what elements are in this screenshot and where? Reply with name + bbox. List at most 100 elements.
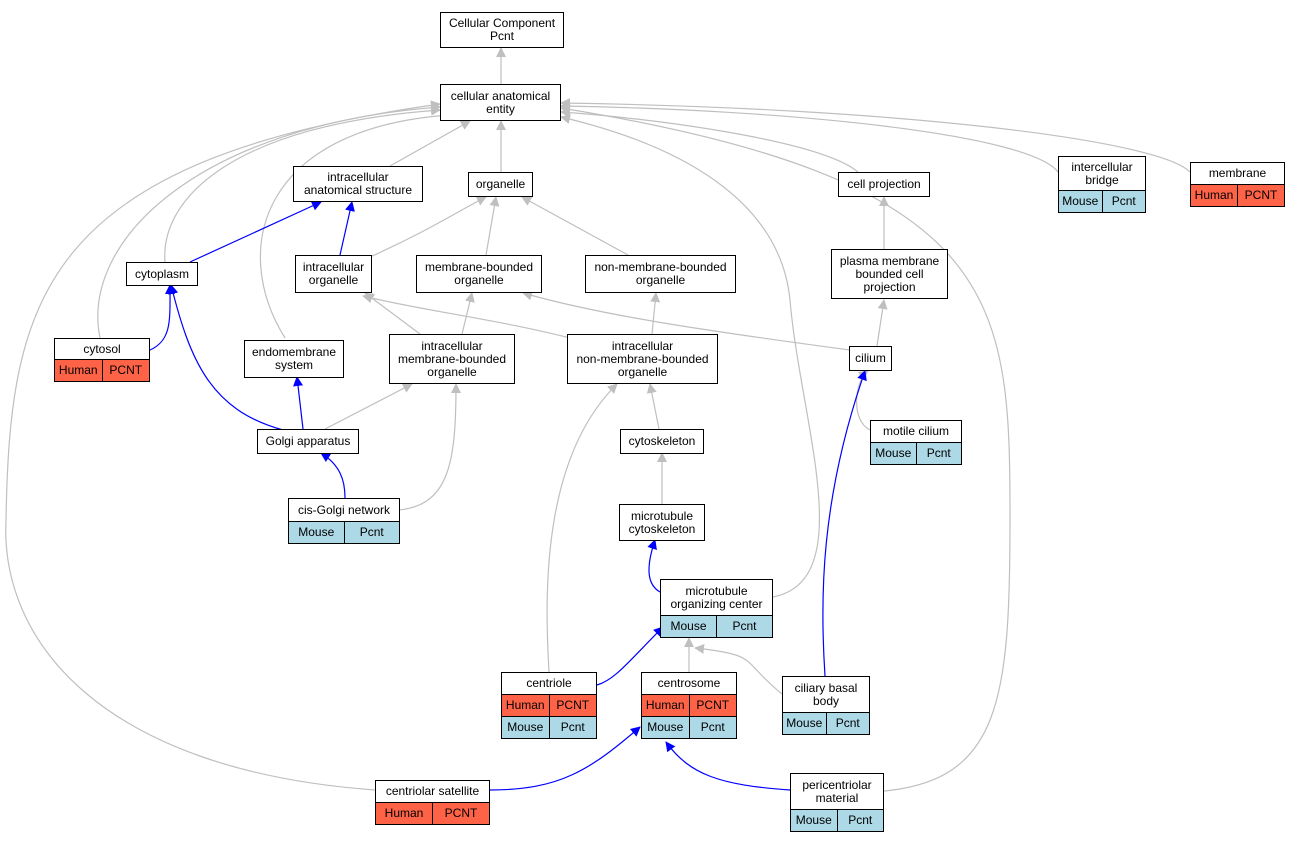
node-label: microtubule bbox=[685, 583, 748, 598]
node-label: organizing center bbox=[670, 596, 763, 611]
node-label: plasma membrane bbox=[839, 253, 940, 268]
node-cilium[interactable]: cilium bbox=[849, 346, 892, 371]
node-label: motile cilium bbox=[882, 424, 949, 438]
node-organelle[interactable]: organelle bbox=[468, 172, 533, 197]
species-cell: Mouse bbox=[670, 619, 707, 633]
edge-cellproj-cae bbox=[560, 107, 859, 173]
edge-cilium-pmbcp bbox=[876, 299, 888, 347]
gene-cell: PCNT bbox=[1237, 185, 1284, 206]
node-cytoskeleton[interactable]: cytoskeleton bbox=[620, 429, 704, 454]
edge-centriole-mtoc bbox=[596, 626, 664, 686]
edge-membrane-cae bbox=[560, 98, 1191, 173]
node-label: cytosol bbox=[83, 341, 121, 356]
edge-cisgolgi-golgi bbox=[320, 452, 346, 499]
node-label: cellular anatomical bbox=[450, 88, 551, 103]
node-label: ciliary basal bbox=[794, 680, 858, 695]
node-label: centriole bbox=[526, 676, 572, 690]
node-label: membrane-bounded bbox=[397, 351, 507, 366]
node-label: membrane-bounded bbox=[424, 260, 534, 274]
gene-cell: PCNT bbox=[432, 803, 489, 824]
edge-cilium-mborg bbox=[522, 290, 851, 351]
node-label: organelle bbox=[454, 273, 504, 287]
node-label: material bbox=[815, 790, 859, 805]
node-label: organelle bbox=[427, 364, 477, 379]
gene-cell: Pcnt bbox=[716, 616, 772, 637]
node-label: intracellular bbox=[611, 338, 674, 353]
edge-golgi-icmb bbox=[324, 383, 413, 430]
node-label: entity bbox=[486, 101, 515, 116]
node-cell-projection[interactable]: cell projection bbox=[838, 172, 930, 197]
species-cell: Mouse bbox=[298, 525, 335, 539]
node-cytoplasm[interactable]: cytoplasm bbox=[126, 262, 198, 286]
species-cell: Human bbox=[645, 698, 685, 712]
node-label: centriolar satellite bbox=[385, 784, 480, 798]
gene-cell: Pcnt bbox=[915, 443, 962, 464]
node-label: cytoskeleton bbox=[628, 521, 696, 536]
node-label: cytoskeleton bbox=[628, 434, 696, 448]
node-centriolar-satellite[interactable]: centriolar satellite Human PCNT bbox=[375, 780, 490, 825]
edge-mborg-organelle bbox=[485, 196, 500, 256]
edge-icorg-organelle bbox=[369, 196, 487, 258]
node-label: pericentriolar bbox=[802, 777, 872, 792]
edge-golgi-endomem bbox=[293, 376, 304, 430]
species-cell: Mouse bbox=[875, 446, 912, 460]
node-label: bridge bbox=[1085, 172, 1119, 187]
gene-cell: Pcnt bbox=[836, 810, 884, 831]
edge-cytosol-cytoplasm bbox=[149, 284, 176, 351]
node-label: intercellular bbox=[1071, 159, 1133, 174]
node-label: centrosome bbox=[657, 676, 721, 690]
gene-cell: Pcnt bbox=[548, 717, 597, 738]
edge-cytoplasm-cae bbox=[164, 105, 441, 263]
edge-icmb-icorg bbox=[364, 292, 421, 335]
species-cell: Human bbox=[384, 806, 424, 820]
node-label: endomembrane bbox=[251, 345, 337, 359]
node-label: cell projection bbox=[847, 177, 921, 191]
mouse-annotation-row: Mouse Pcnt bbox=[502, 716, 596, 738]
gene-cell: PCNT bbox=[548, 695, 597, 716]
gene-cell: Pcnt bbox=[1101, 191, 1146, 212]
species-cell: Mouse bbox=[507, 720, 544, 734]
edge-icbridge-cae bbox=[560, 101, 1059, 173]
node-label: non-membrane-bounded bbox=[594, 260, 727, 274]
human-annotation-row: Human PCNT bbox=[376, 802, 489, 824]
edge-censat-cae bbox=[5, 100, 441, 791]
node-label: membrane bbox=[1208, 166, 1267, 180]
species-cell: Mouse bbox=[1062, 194, 1099, 208]
node-label: Golgi apparatus bbox=[265, 434, 351, 448]
node-golgi-apparatus[interactable]: Golgi apparatus bbox=[257, 429, 359, 454]
edge-icmb-mborg bbox=[461, 292, 475, 335]
species-cell: Human bbox=[505, 698, 545, 712]
node-label: organelle bbox=[308, 273, 359, 287]
node-label: Pcnt bbox=[489, 29, 514, 43]
edge-motile-cilium bbox=[856, 370, 871, 431]
node-label: body bbox=[812, 693, 839, 708]
edge-cytosk-icnmb bbox=[646, 383, 660, 430]
